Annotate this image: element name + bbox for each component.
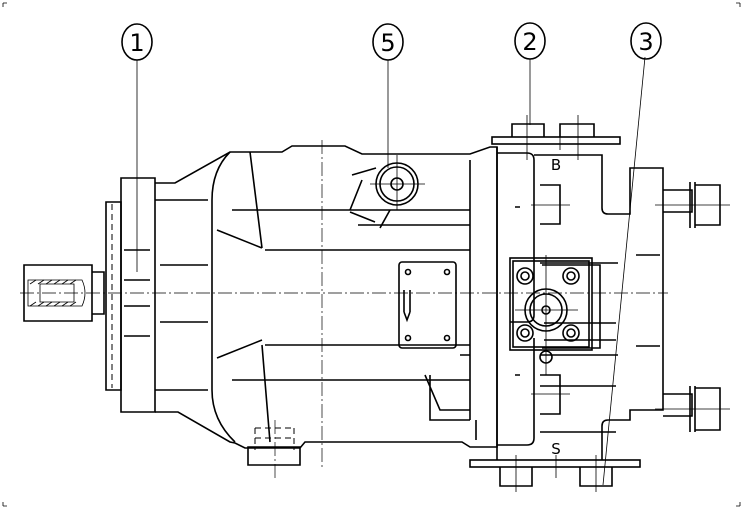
- callout-5: 5: [372, 23, 404, 168]
- svg-text:3: 3: [638, 28, 653, 56]
- pressure-port-flange-b: [491, 115, 621, 160]
- rotation-arrow-icon: [403, 290, 411, 323]
- svg-text:1: 1: [129, 29, 144, 57]
- mounting-flange: [105, 177, 156, 413]
- port-5-fitting: [349, 155, 425, 229]
- port-label-s: S: [551, 440, 561, 458]
- callout-3: 3: [630, 22, 662, 60]
- shaft-hatching: [29, 279, 77, 307]
- port-label-b: B: [551, 156, 561, 174]
- drive-shaft: [23, 264, 105, 322]
- side-bolt-bottom: [655, 386, 730, 432]
- suction-port-flange-s: [469, 455, 641, 492]
- callout-2: 2: [514, 22, 546, 125]
- nameplate: [398, 261, 457, 349]
- pump-housing: [155, 140, 498, 480]
- end-cover: [496, 56, 664, 486]
- callout-3-leader: [602, 56, 646, 486]
- control-valve: [509, 255, 593, 375]
- svg-text:2: 2: [522, 28, 537, 56]
- callout-1: 1: [121, 23, 153, 272]
- svg-text:5: 5: [380, 29, 395, 57]
- valve-bolts: [516, 267, 580, 342]
- side-bolt-top: [655, 182, 730, 228]
